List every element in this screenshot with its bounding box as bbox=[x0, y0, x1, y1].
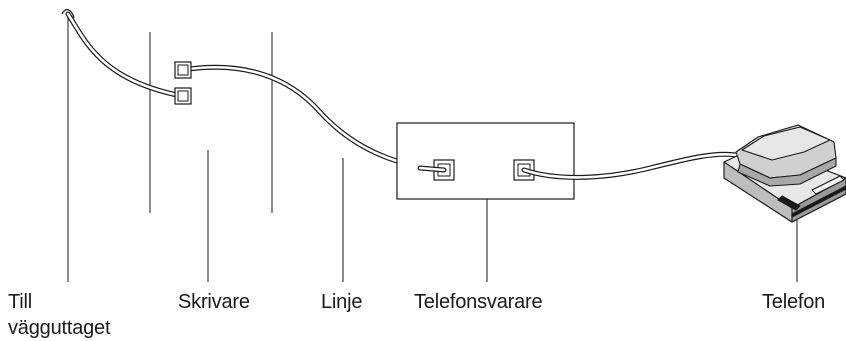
printer-line-jack bbox=[174, 61, 192, 79]
answering-machine-label: Telefonsvarare bbox=[414, 291, 543, 313]
phone-icon bbox=[723, 124, 846, 223]
phone-label: Telefon bbox=[762, 291, 826, 313]
wall-outlet-label-line2: vägguttaget bbox=[8, 317, 111, 339]
wall-cable bbox=[61, 9, 75, 19]
printer-label: Skrivare bbox=[178, 291, 250, 313]
printer-phone-jack bbox=[174, 87, 192, 105]
wall-to-printer-cable bbox=[65, 11, 185, 99]
answering-machine-box bbox=[396, 122, 575, 200]
line-label: Linje bbox=[321, 291, 363, 313]
wall-outlet-label-line1: Till bbox=[8, 291, 33, 313]
